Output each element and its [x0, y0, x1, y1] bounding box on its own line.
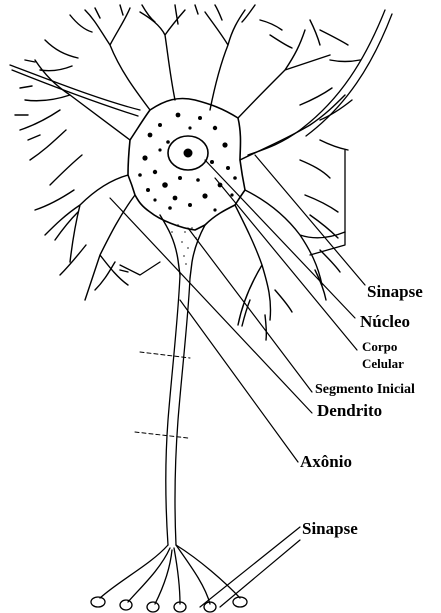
- label-sinapse-bottom: Sinapse: [302, 520, 358, 537]
- nucleolus: [184, 149, 192, 157]
- label-sinapse-top: Sinapse: [367, 283, 423, 300]
- label-corpo-celular-line2: Celular: [362, 357, 404, 370]
- axon-terminals: [91, 545, 247, 612]
- cell-body-outline: [128, 98, 245, 230]
- label-nucleo: Núcleo: [360, 313, 410, 330]
- axon-hillock: [160, 215, 205, 278]
- nissl-granules: [138, 113, 237, 212]
- dendrite-tree: [15, 5, 360, 340]
- label-axonio: Axônio: [300, 453, 352, 470]
- leader-lines: [110, 155, 365, 607]
- label-corpo-celular-line1: Corpo: [362, 340, 397, 353]
- label-segmento-inicial: Segmento Inicial: [315, 383, 415, 397]
- axon: [135, 275, 190, 545]
- label-dendrito: Dendrito: [317, 402, 382, 419]
